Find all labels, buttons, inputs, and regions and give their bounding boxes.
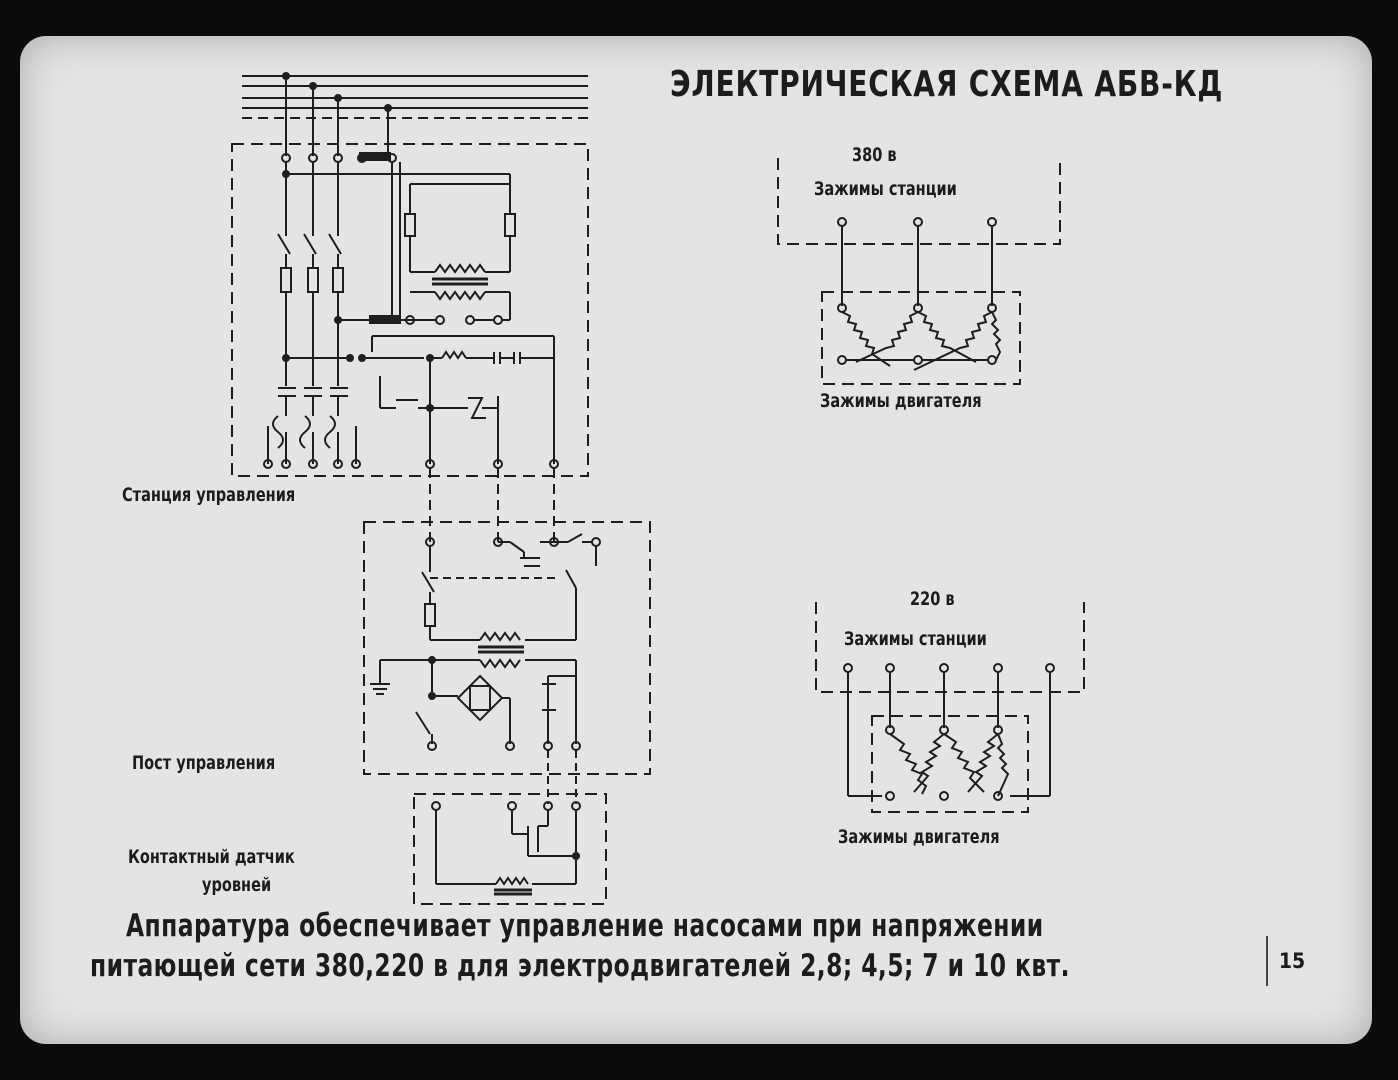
label-380-voltage: 380 в <box>852 144 897 166</box>
label-control-station: Станция управления <box>122 484 296 506</box>
control-post-circuit <box>363 521 651 804</box>
caption-line-1: Аппаратура обеспечивает управление насос… <box>126 908 1044 944</box>
wiring-220v <box>815 602 1085 813</box>
control-station-circuit <box>231 143 589 542</box>
page-number: 15 <box>1266 936 1316 986</box>
wiring-380v <box>777 158 1061 385</box>
label-level-sensor: Контактный датчик <box>128 846 295 868</box>
label-220-voltage: 220 в <box>910 588 955 610</box>
slide: ЭЛЕКТРИЧЕСКАЯ СХЕМА АБВ-КД Станция управ… <box>20 36 1372 1044</box>
label-220-station-terminals: Зажимы станции <box>844 628 987 650</box>
caption-line-2: питающей сети 380,220 в для электродвига… <box>90 948 1070 984</box>
electrical-schematic <box>231 72 1085 905</box>
level-sensor-circuit <box>413 793 607 905</box>
label-380-station-terminals: Зажимы станции <box>814 178 957 200</box>
diagram-title: ЭЛЕКТРИЧЕСКАЯ СХЕМА АБВ-КД <box>670 64 1224 105</box>
supply-bus <box>242 72 588 156</box>
label-380-motor-terminals: Зажимы двигателя <box>820 390 982 412</box>
label-220-motor-terminals: Зажимы двигателя <box>838 826 1000 848</box>
label-level-sensor-2: уровней <box>202 874 272 896</box>
label-control-post: Пост управления <box>132 752 276 774</box>
